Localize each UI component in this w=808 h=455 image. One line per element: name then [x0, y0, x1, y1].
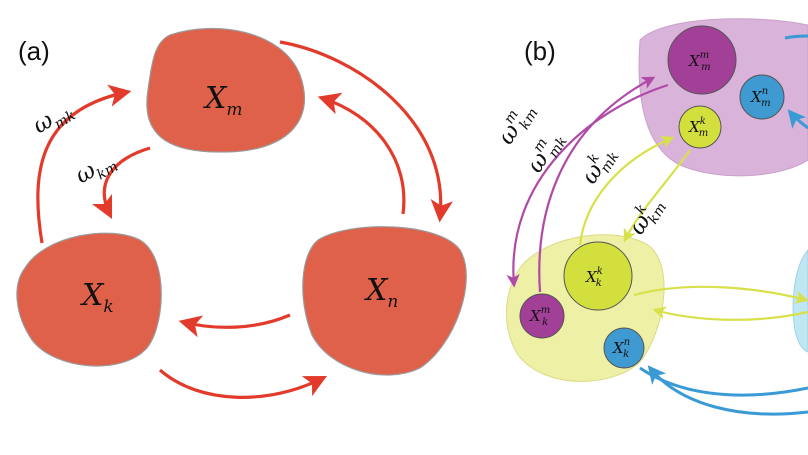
arrow-xkk-to-n	[633, 285, 808, 304]
arrow-xn-to-xk-inner	[178, 313, 291, 338]
svg-text:Xmk: Xmk	[529, 305, 550, 328]
node-xk: Xk	[16, 232, 162, 367]
arrow-xk-to-xn-outer	[158, 368, 327, 399]
cluster-n	[792, 249, 808, 353]
xkk-main: X	[585, 268, 598, 286]
xmn-sub: m	[761, 98, 770, 109]
arrow-xmm-to-n-top	[784, 34, 808, 40]
w-mkm-sub: km	[517, 106, 542, 133]
svg-text:Xn: Xn	[364, 273, 398, 312]
xkm-sup: m	[541, 305, 550, 316]
xmm-sup: m	[700, 50, 709, 61]
panel-a: (a) Xm Xk Xn	[16, 27, 467, 399]
svg-text:ωmmk: ωmmk	[520, 125, 570, 179]
xmn-sup: n	[762, 86, 768, 97]
panel-b-yellow-arrows	[578, 136, 808, 321]
svg-text:ωkkm: ωkkm	[622, 192, 670, 242]
arrow-xkk-to-xmk	[578, 136, 675, 246]
panel-a-label: (a)	[18, 36, 50, 66]
weight-w-kmk: ωkmk	[575, 141, 623, 191]
xmm-main: X	[688, 52, 701, 70]
arrow-xn-to-xm-inner	[317, 92, 406, 215]
svg-text:Xkm: Xkm	[688, 116, 708, 139]
arrow-xm-to-xk	[91, 146, 151, 220]
arrow-n-to-xkk-1	[652, 306, 808, 321]
node-xk-sub: k	[103, 297, 113, 317]
node-xm-sub: m	[226, 100, 242, 120]
svg-text:Xnk: Xnk	[612, 337, 630, 360]
xkn-sup: n	[624, 337, 630, 348]
node-xm-main: X	[203, 81, 228, 116]
node-xn-main: X	[364, 273, 389, 308]
w-mmk-sub: mk	[546, 134, 571, 161]
xkn-main: X	[612, 339, 625, 357]
xmk-sup: k	[700, 116, 706, 127]
weight-w-mmk: ωmmk	[520, 125, 571, 179]
panel-b-label: (b)	[524, 36, 556, 66]
xkk-sub: k	[596, 278, 602, 289]
svg-text:Xkk: Xkk	[585, 266, 603, 289]
svg-text:Xk: Xk	[80, 278, 114, 317]
svg-text:ωkmk: ωkmk	[575, 141, 623, 191]
node-xm-blob	[146, 27, 306, 153]
node-xn-sub: n	[387, 292, 398, 312]
arrow-xkm-to-xmm	[538, 76, 656, 293]
node-xn: Xn	[302, 226, 467, 376]
xmn-main: X	[750, 88, 763, 106]
svg-text:Xmm: Xmm	[688, 50, 711, 73]
panel-b-purple-arrows	[506, 76, 669, 293]
svg-text:Xm: Xm	[203, 81, 242, 120]
xkm-main: X	[529, 307, 542, 325]
arrow-xkn-to-n	[639, 366, 808, 397]
arrow-xk-to-xm	[36, 84, 132, 244]
panel-b-blue-arrows	[639, 34, 808, 416]
svg-text:Xnm: Xnm	[750, 86, 771, 109]
node-xk-main: X	[80, 278, 105, 313]
arrow-n-to-xmn	[787, 109, 808, 130]
node-xm: Xm	[146, 27, 306, 153]
arrow-xmm-to-xkm	[506, 83, 669, 288]
xmk-sub: m	[699, 128, 708, 139]
node-xk-blob	[16, 232, 162, 367]
xkn-sub: k	[623, 349, 629, 360]
arrow-xmk-to-xkk	[623, 149, 691, 243]
node-xn-blob	[302, 226, 467, 376]
weight-w-kkm: ωkkm	[622, 192, 670, 242]
weight-w-km: ωkm	[71, 146, 121, 192]
xmk-main: X	[688, 118, 701, 136]
xkk-sup: k	[597, 266, 603, 277]
svg-text:ωkm: ωkm	[71, 146, 121, 192]
panel-a-arrows	[36, 40, 453, 399]
xkm-sub: k	[542, 317, 548, 328]
xmm-sub: m	[701, 62, 710, 73]
arrow-xm-to-xn-outer	[279, 40, 453, 223]
